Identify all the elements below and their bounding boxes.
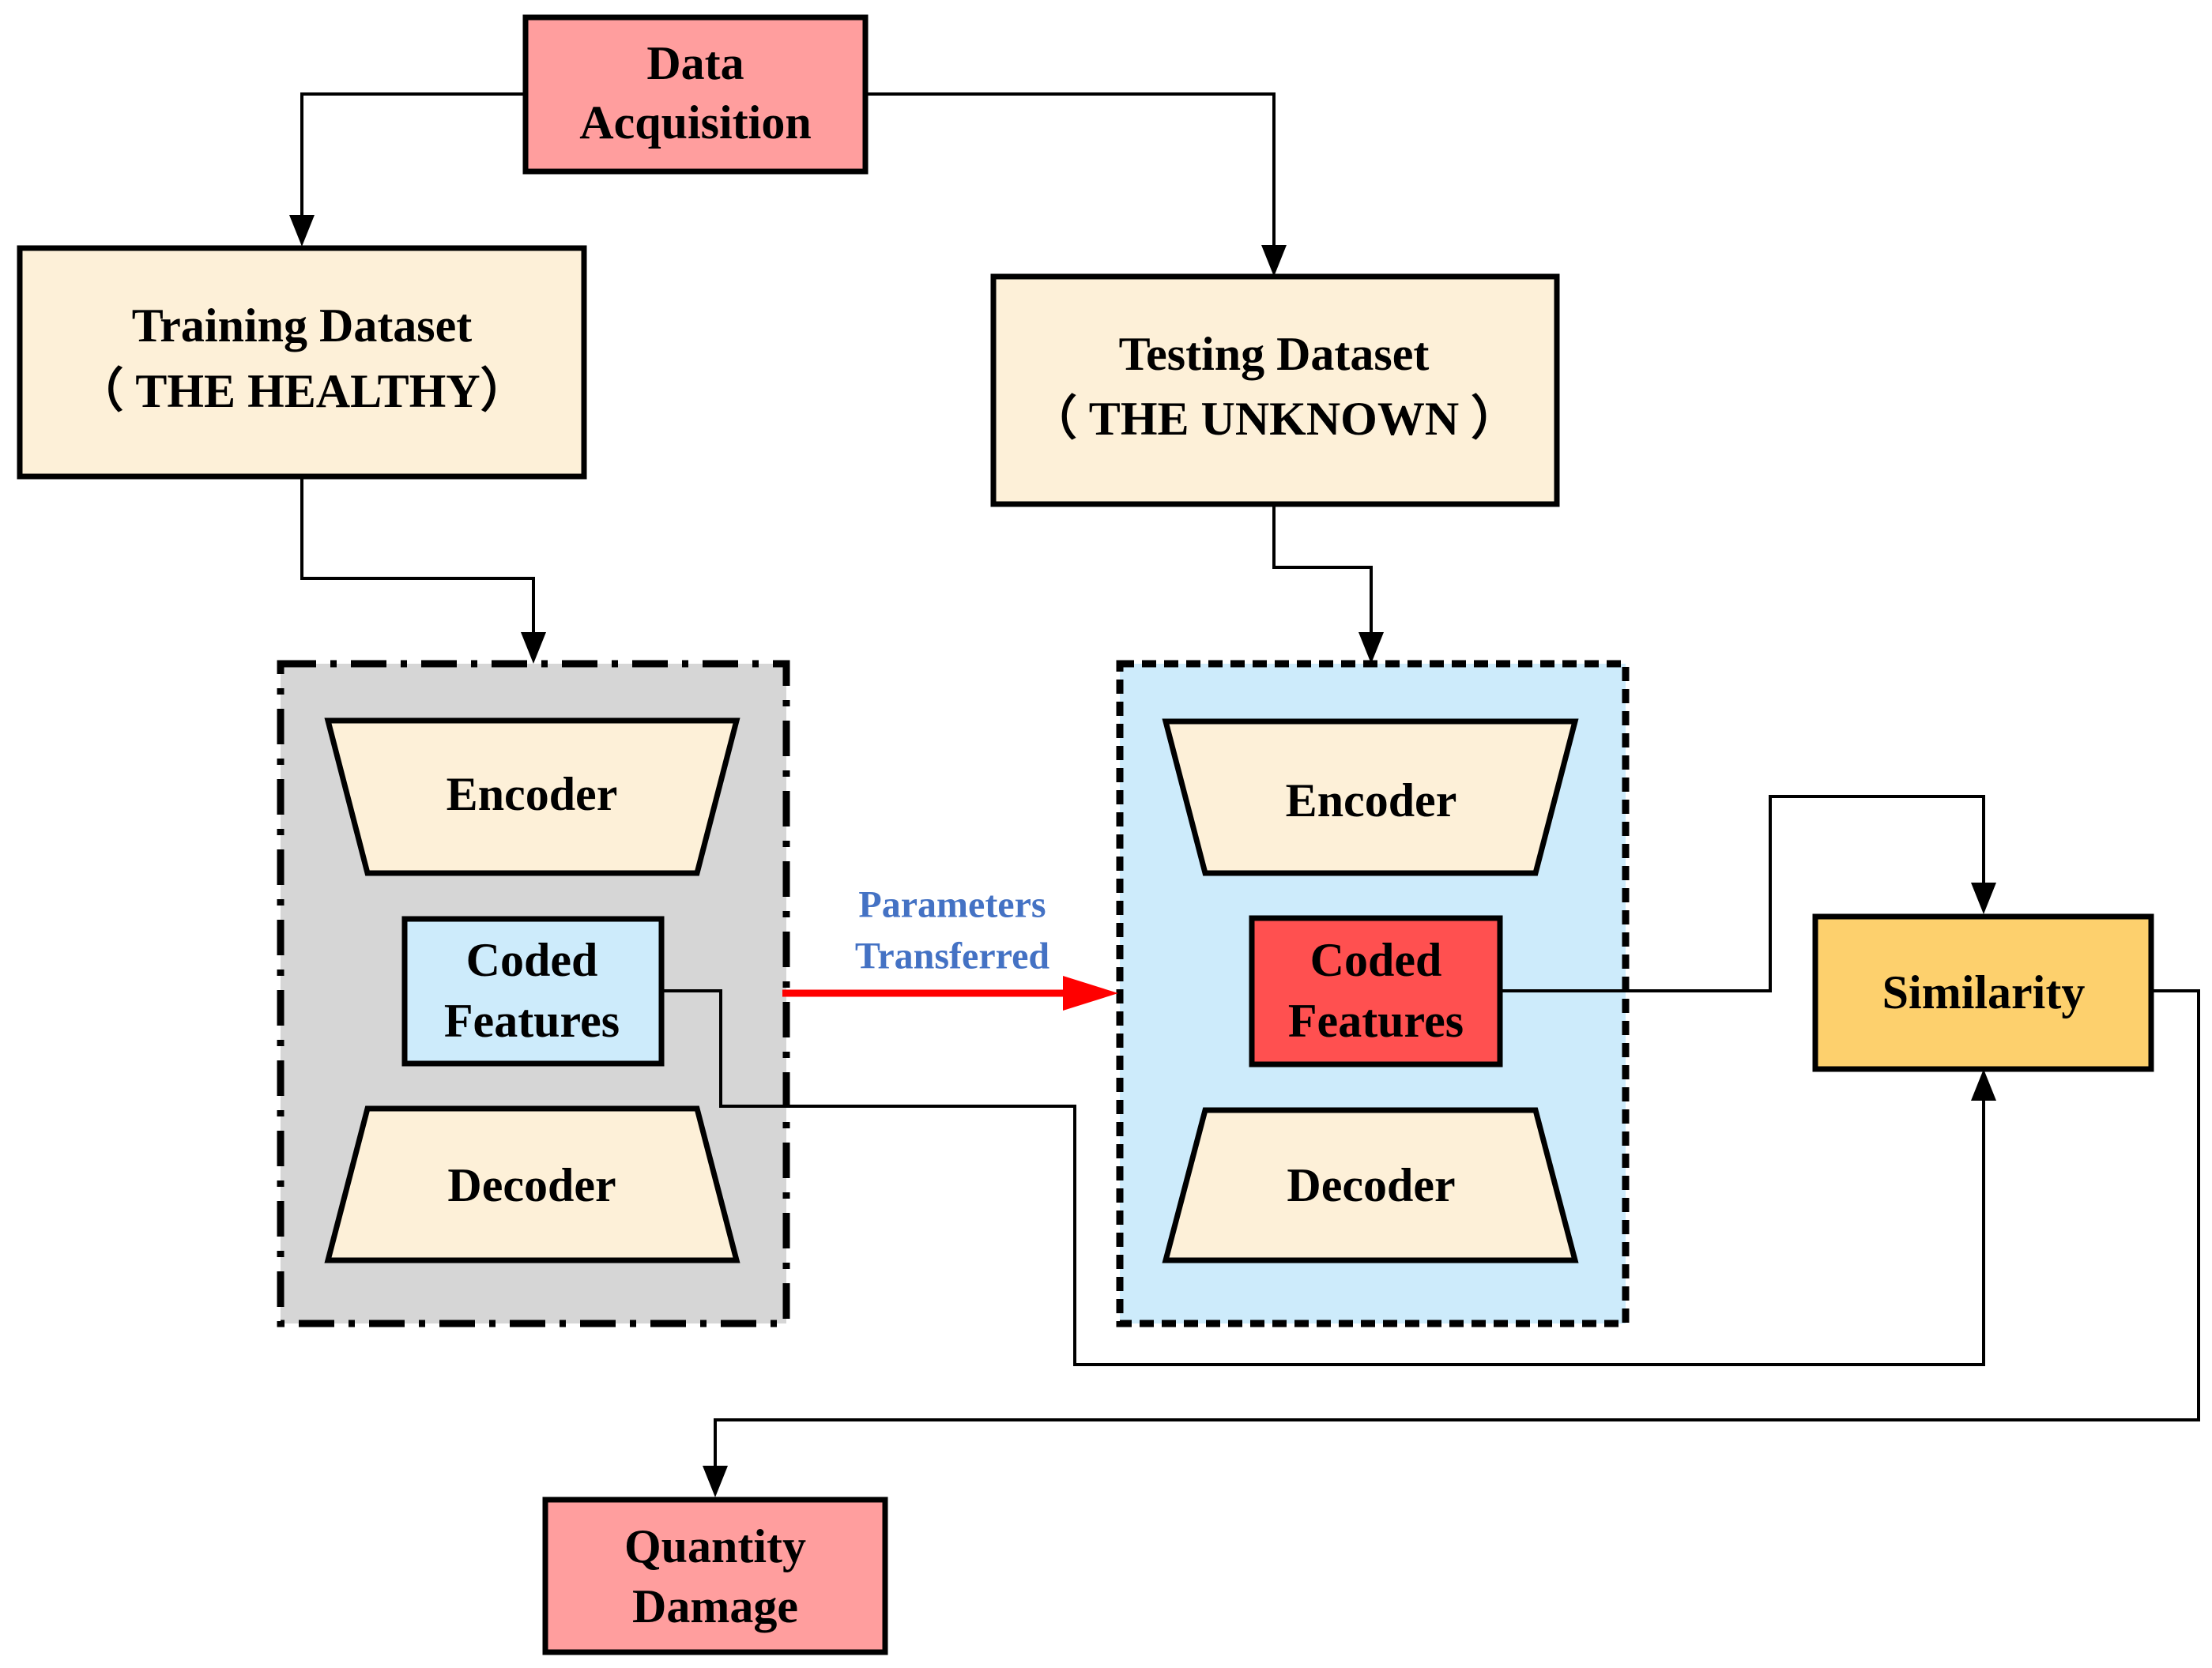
edge-acq-to-testing (865, 92, 1276, 265)
training-decoder: Decoder (324, 1105, 740, 1263)
testing-decoder-label: Decoder (1287, 1159, 1455, 1211)
data-acquisition-line1: Data (646, 37, 744, 89)
data-acquisition-line2: Acquisition (579, 96, 811, 149)
training-coded-features: Coded Features (401, 916, 665, 1067)
transfer-label-line1: Parameters (858, 884, 1046, 926)
similarity-label: Similarity (1882, 966, 2086, 1018)
testing-encoder-label: Encoder (1286, 774, 1457, 826)
training-dataset-line2: （ THE HEALTHY） (76, 364, 527, 417)
training-dataset-node: Training Dataset （ THE HEALTHY） (17, 245, 587, 480)
edge-coded-train-to-similarity (663, 989, 1985, 1366)
quantity-damage-node: Quantity Damage (542, 1497, 888, 1655)
training-encoder-label: Encoder (447, 768, 618, 820)
testing-coded-line1: Coded (1310, 934, 1442, 986)
data-acquisition-node: Data Acquisition (522, 14, 869, 175)
transfer-arrowhead (1063, 976, 1118, 1011)
similarity-node: Similarity (1812, 913, 2154, 1072)
testing-dataset-line1: Testing Dataset (1119, 328, 1430, 380)
training-dataset-line1: Training Dataset (132, 299, 473, 352)
connectors (289, 92, 2200, 1497)
edge-testing-to-model (1272, 504, 1373, 640)
edge-training-to-model (300, 476, 535, 640)
testing-coded-features: Coded Features (1249, 915, 1503, 1067)
testing-encoder: Encoder (1162, 718, 1579, 876)
training-encoder: Encoder (324, 717, 740, 876)
testing-dataset-line2: （ THE UNKNOWN ） (1030, 392, 1518, 445)
training-decoder-label: Decoder (447, 1159, 616, 1211)
transfer-label-line2: Transferred (855, 936, 1049, 977)
testing-coded-line2: Features (1288, 995, 1464, 1047)
training-coded-line1: Coded (466, 934, 598, 986)
testing-decoder: Decoder (1162, 1107, 1579, 1263)
quantity-damage-line2: Damage (632, 1580, 798, 1632)
testing-dataset-node: Testing Dataset （ THE UNKNOWN ） (990, 273, 1560, 507)
training-coded-line2: Features (444, 995, 620, 1047)
edge-coded-test-to-similarity (1500, 795, 1985, 992)
edge-acq-to-training (300, 92, 526, 235)
quantity-damage-line1: Quantity (624, 1520, 806, 1572)
edge-similarity-to-damage (714, 989, 2200, 1478)
